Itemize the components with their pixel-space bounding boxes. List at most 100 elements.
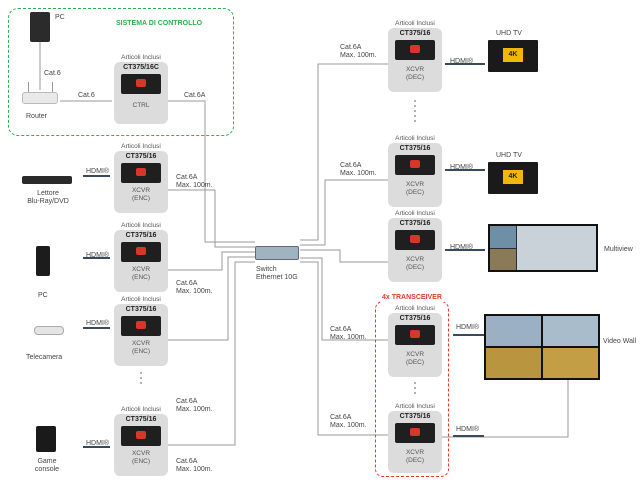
enc-cable-max: Max. 100m.: [176, 406, 213, 413]
dec-cable-max: Max. 100m.: [340, 170, 377, 177]
decoder-mode: (DEC): [405, 74, 425, 81]
source-console-label: Game console: [22, 458, 72, 474]
dec-cable-max: Max. 100m.: [340, 52, 377, 59]
dec-cable-label: Cat.6A: [330, 414, 352, 421]
decoder-model: CT375/16: [399, 145, 431, 152]
pc-icon: [36, 246, 50, 276]
dec-cable-label: Cat.6A: [330, 326, 352, 333]
encoder-model: CT375/16: [125, 153, 157, 160]
control-included-label: Articoli Inclusi: [121, 54, 161, 61]
multiview-display: [488, 224, 598, 272]
ethernet-switch: [255, 246, 299, 260]
decoder-mode: (DEC): [405, 457, 425, 464]
encoder-label: XCVR: [131, 340, 151, 347]
encoder-device: CT375/16 XCVR (ENC): [114, 414, 168, 476]
decoder-device: CT375/16 XCVR (DEC): [388, 411, 442, 473]
switch-label-2: Ethernet 10G: [256, 274, 298, 281]
control-ctrl-label: CTRL: [132, 102, 150, 109]
router-antenna-icon: [52, 82, 53, 92]
multiview-pane-main: [517, 226, 596, 270]
video-wall-panel: [543, 316, 598, 346]
encoder-mode: (ENC): [131, 195, 151, 202]
encoder-label: XCVR: [131, 450, 151, 457]
enc-hdmi-label: HDMI®: [86, 168, 110, 175]
brand-logo-icon: [136, 431, 146, 439]
decoder-label: XCVR: [405, 256, 425, 263]
encoder-label: XCVR: [131, 187, 151, 194]
encoder-front: [121, 242, 161, 262]
decoder-front: [395, 155, 435, 175]
encoder-label: XCVR: [131, 266, 151, 273]
control-pc-label: PC: [55, 14, 65, 21]
encoder-mode: (ENC): [131, 274, 151, 281]
4k-badge: 4K: [503, 170, 523, 184]
decoder-ellipsis: [414, 100, 416, 125]
source-console-text: Game console: [34, 458, 60, 473]
encoder-mode: (ENC): [131, 458, 151, 465]
decoder-label: XCVR: [405, 351, 425, 358]
bluray-player-icon: [22, 176, 72, 184]
enc-cable-label: Cat.6A: [176, 280, 198, 287]
brand-logo-icon: [136, 168, 146, 176]
4k-badge: 4K: [503, 48, 523, 62]
brand-logo-icon: [410, 160, 420, 168]
dec-included-label: Articoli Inclusi: [395, 305, 435, 312]
dec-hdmi-label: HDMI®: [450, 244, 474, 251]
encoder-model: CT375/16: [125, 232, 157, 239]
decoder-mode: (DEC): [405, 264, 425, 271]
dec-hdmi-label: HDMI®: [456, 426, 480, 433]
video-wall-panel: [486, 316, 541, 346]
enc-hdmi-label: HDMI®: [86, 440, 110, 447]
pc-tower-icon: [30, 12, 50, 42]
decoder-device: CT375/16 XCVR (DEC): [388, 143, 442, 207]
dec-hdmi-label: HDMI®: [450, 58, 474, 65]
transceiver-title: 4x TRANSCEIVER: [380, 294, 444, 302]
dec-included-label: Articoli Inclusi: [395, 403, 435, 410]
encoder-front: [121, 316, 161, 336]
decoder-front: [395, 325, 435, 345]
control-model: CT375/16C: [123, 64, 159, 71]
enc-cable-label: Cat.6A: [176, 174, 198, 181]
enc-included-label: Articoli Inclusi: [121, 143, 161, 150]
control-out-cable-label: Cat.6A: [184, 92, 206, 99]
dec-included-label: Articoli Inclusi: [395, 210, 435, 217]
router-label: Router: [26, 113, 48, 120]
source-pc-label: PC: [38, 292, 48, 299]
enc-included-label: Articoli Inclusi: [121, 406, 161, 413]
enc-cable-max: Max. 100m.: [176, 466, 213, 473]
uhd-tv-icon: 4K: [488, 40, 538, 72]
decoder-front: [395, 230, 435, 250]
brand-logo-icon: [410, 330, 420, 338]
enc-cable-max: Max. 100m.: [176, 288, 213, 295]
dec-included-label: Articoli Inclusi: [395, 135, 435, 142]
dec-hdmi-label: HDMI®: [456, 324, 480, 331]
decoder-model: CT375/16: [399, 220, 431, 227]
encoder-device: CT375/16 XCVR (ENC): [114, 230, 168, 292]
decoder-label: XCVR: [405, 66, 425, 73]
decoder-front: [395, 40, 435, 60]
video-wall-label: Video Wall: [603, 338, 637, 345]
dec-cable-max: Max. 100m.: [330, 334, 367, 341]
decoder-model: CT375/16: [399, 30, 431, 37]
decoder-label: XCVR: [405, 449, 425, 456]
router-icon: [22, 92, 58, 104]
multiview-pane-2: [490, 249, 516, 270]
decoder-front: [395, 423, 435, 443]
enc-included-label: Articoli Inclusi: [121, 296, 161, 303]
dec-cable-label: Cat.6A: [340, 162, 362, 169]
video-wall-panel: [543, 348, 598, 378]
control-device: CT375/16C CTRL: [114, 62, 168, 124]
encoder-front: [121, 163, 161, 183]
decoder-model: CT375/16: [399, 413, 431, 420]
enc-hdmi-label: HDMI®: [86, 252, 110, 259]
encoder-device: CT375/16 XCVR (ENC): [114, 151, 168, 213]
brand-logo-icon: [410, 45, 420, 53]
brand-logo-icon: [410, 428, 420, 436]
dec-hdmi-label: HDMI®: [450, 164, 474, 171]
uhd-tv-label: UHD TV: [496, 152, 522, 159]
camera-icon: [34, 326, 64, 335]
brand-logo-icon: [410, 235, 420, 243]
brand-logo-icon: [136, 247, 146, 255]
control-device-front: [121, 74, 161, 94]
